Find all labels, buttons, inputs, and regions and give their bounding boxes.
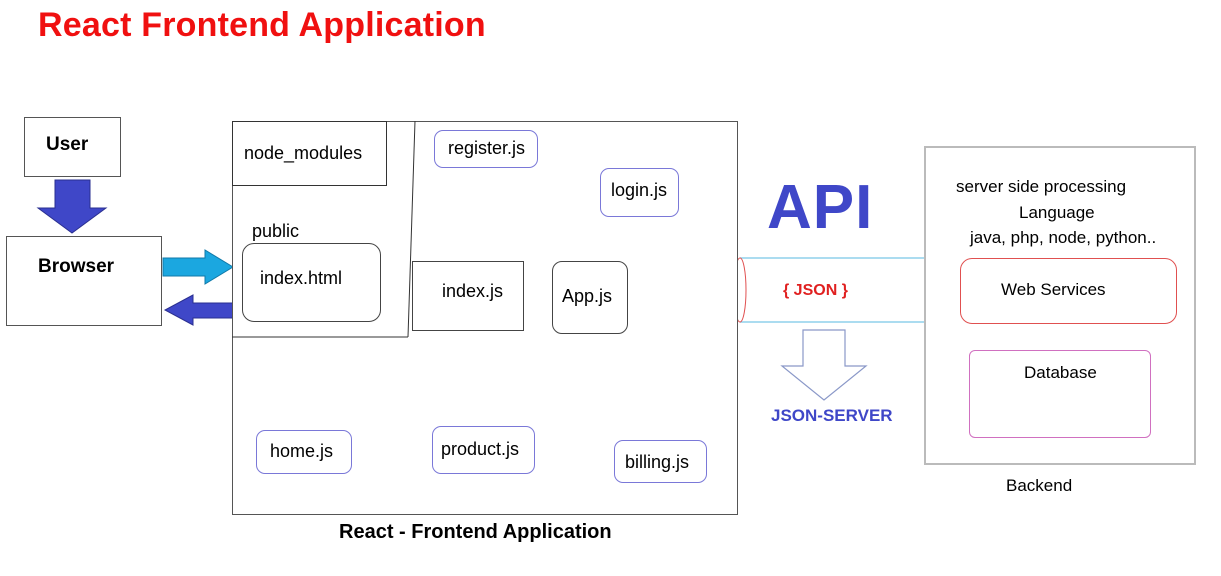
user-to-browser-arrow: [36, 179, 108, 234]
web-services-label: Web Services: [1001, 280, 1106, 299]
login-js-box: login.js: [600, 168, 679, 217]
backend-label: Backend: [1006, 476, 1073, 495]
database-label: Database: [1024, 363, 1097, 382]
public-label: public: [252, 221, 300, 241]
node-modules-label: node_modules: [244, 143, 363, 163]
language-label: Language: [1019, 203, 1095, 222]
register-js-label: register.js: [448, 138, 526, 158]
home-js-box: home.js: [256, 430, 352, 474]
web-services-box: Web Services: [960, 258, 1177, 324]
languages-label: java, php, node, python..: [970, 228, 1157, 247]
app-js-box: App.js: [552, 261, 628, 334]
json-server-arrow: [780, 329, 868, 401]
billing-js-box: billing.js: [614, 440, 707, 483]
home-js-label: home.js: [270, 441, 334, 461]
api-label: API: [767, 173, 874, 242]
index-js-box: index.js: [412, 261, 524, 331]
user-box: User: [24, 117, 121, 177]
app-js-label: App.js: [562, 286, 613, 306]
node-modules-box: node_modules: [232, 121, 387, 186]
product-js-label: product.js: [441, 439, 520, 459]
browser-to-indexhtml-arrow: [162, 249, 234, 285]
index-js-label: index.js: [442, 281, 504, 301]
login-js-label: login.js: [611, 180, 668, 200]
json-label: { JSON }: [783, 282, 848, 299]
database-box: Database: [969, 350, 1151, 438]
product-js-box: product.js: [432, 426, 535, 474]
indexhtml-to-browser-arrow: [163, 294, 234, 326]
user-label: User: [46, 134, 89, 155]
json-server-label: JSON-SERVER: [771, 406, 893, 425]
index-html-box: index.html: [242, 243, 381, 322]
billing-js-label: billing.js: [625, 452, 690, 472]
frontend-caption: React - Frontend Application: [339, 521, 612, 543]
register-js-box: register.js: [434, 130, 538, 168]
page-title: React Frontend Application: [38, 6, 486, 44]
index-html-label: index.html: [260, 268, 343, 288]
browser-label: Browser: [38, 256, 115, 277]
server-side-label: server side processing: [956, 177, 1127, 196]
browser-box: Browser: [6, 236, 162, 326]
